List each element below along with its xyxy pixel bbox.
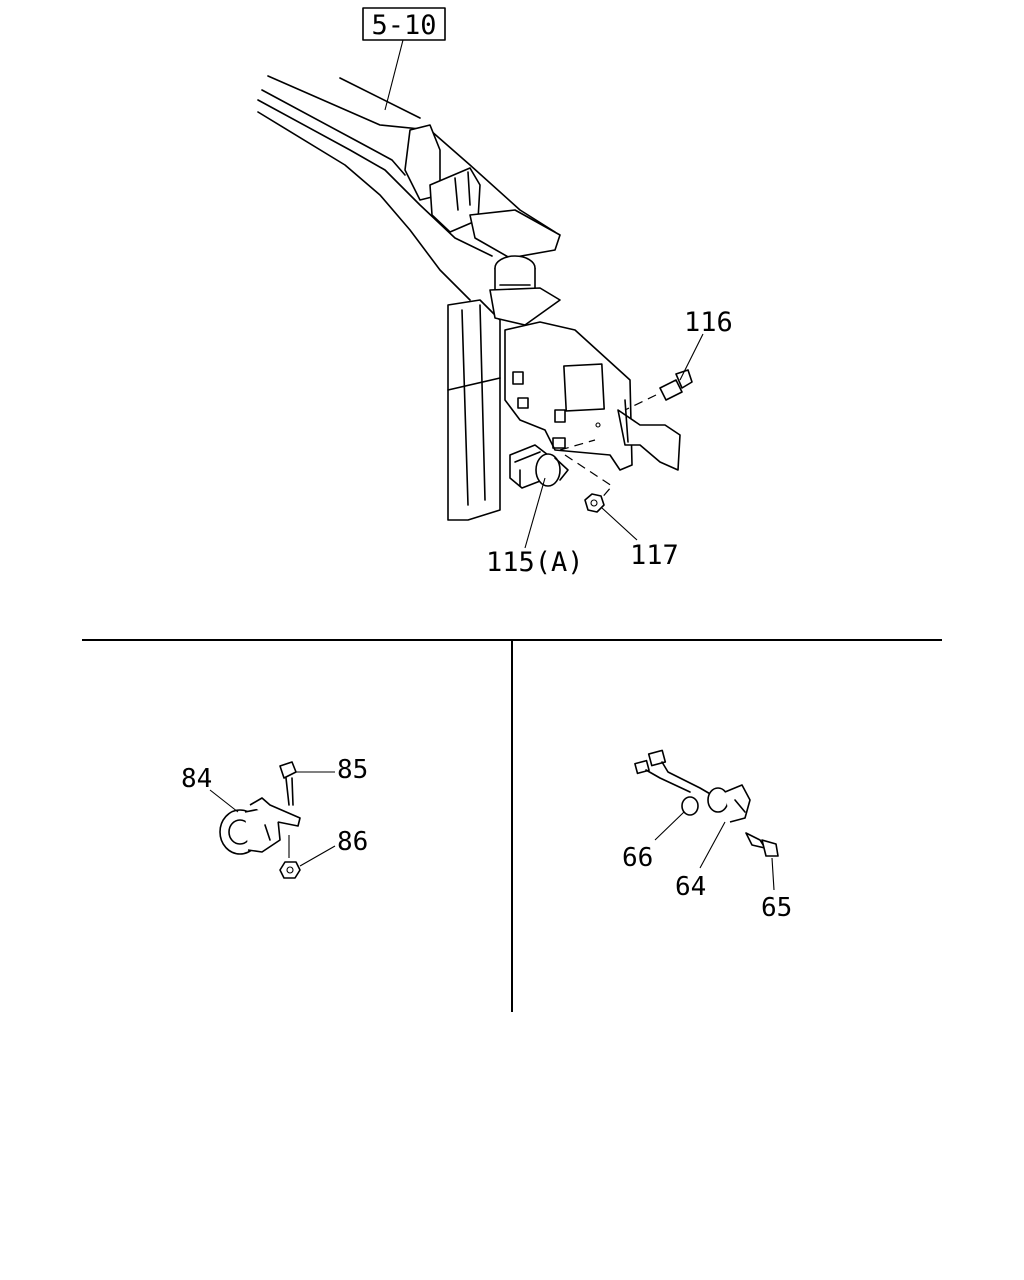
reference-box-5-10[interactable]: 5-10 [362,7,446,41]
callout-64: 64 [675,872,706,902]
leader-116 [679,333,704,381]
bolt-116 [624,369,693,411]
leader-64 [699,821,726,869]
leader-117 [601,507,638,541]
callout-86: 86 [337,827,368,857]
switch-harness-64 [634,749,779,857]
callout-115a: 115(A) [486,547,584,578]
callout-116: 116 [684,307,733,338]
leader-65 [771,857,775,891]
callout-117: 117 [630,540,679,571]
callout-65: 65 [761,893,792,923]
switch-115a [509,439,613,501]
leader-115 [524,477,546,549]
nut-117 [584,493,605,513]
callout-84: 84 [181,764,212,794]
frame-rail-assembly [257,75,681,521]
leader-66 [654,811,685,841]
leader-84 [209,789,239,813]
reference-box-label: 5-10 [371,10,436,41]
switch-assembly-84 [219,761,301,879]
leader-86 [299,845,336,867]
callout-66: 66 [622,843,653,873]
callout-85: 85 [337,755,368,785]
